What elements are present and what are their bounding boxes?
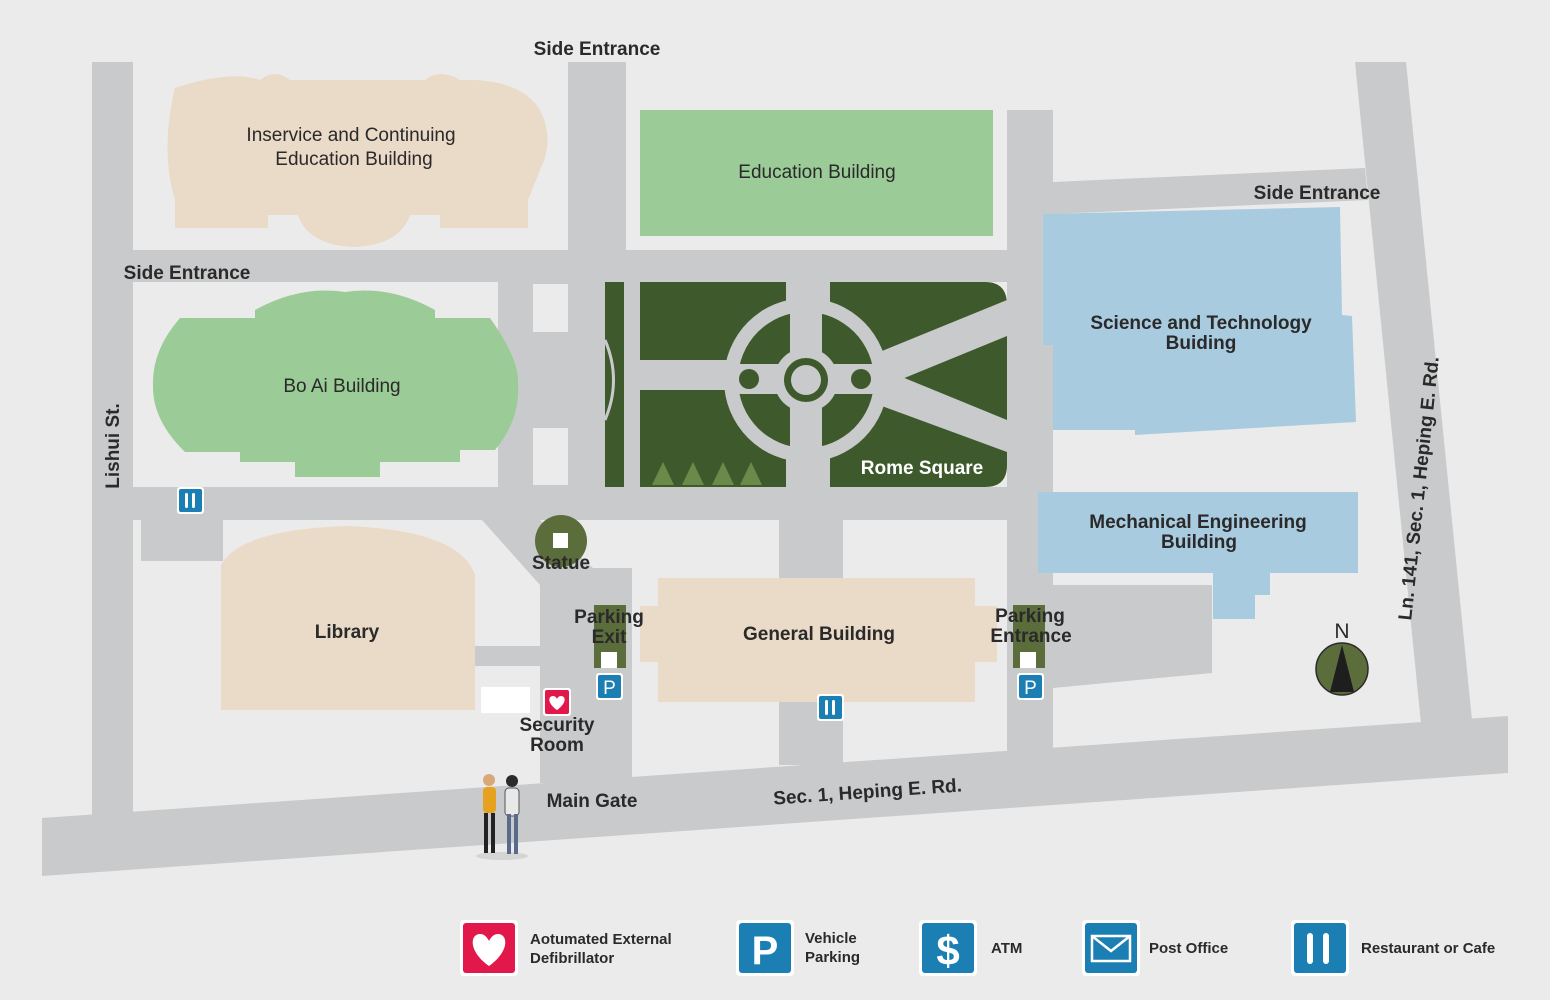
- main-gate-label: Main Gate: [547, 791, 638, 812]
- legend: Aotumated External Defibrillator P Vehic…: [460, 920, 1495, 976]
- aed-heart-icon: [460, 920, 518, 976]
- courtyard-upper: [533, 284, 568, 332]
- restaurant-icon[interactable]: [817, 694, 844, 721]
- road-top-vertical: [568, 62, 626, 282]
- road-lane-141: [1355, 62, 1472, 724]
- science-building-label: Science and Technology: [1090, 313, 1312, 334]
- parking-entrance-label: Parking: [995, 606, 1065, 627]
- parking-exit-label: Parking: [574, 607, 644, 628]
- legend-atm: $ ATM: [919, 920, 1022, 976]
- legend-aed: Aotumated External Defibrillator: [460, 920, 672, 976]
- parking-glyph: P: [1024, 678, 1037, 699]
- science-building-label-2: Buiding: [1166, 333, 1237, 354]
- compass: N: [1315, 620, 1369, 696]
- legend-post-office: Post Office: [1082, 920, 1228, 976]
- restaurant-icon[interactable]: [177, 487, 204, 514]
- envelope-icon: [1082, 920, 1140, 976]
- rome-square-label: Rome Square: [861, 458, 983, 479]
- road-lishui: [92, 62, 133, 818]
- parking-entrance-marker: [1020, 652, 1036, 668]
- security-room-label: Security: [520, 715, 595, 736]
- legend-aed-label: Aotumated External: [530, 931, 672, 948]
- legend-post-office-label: Post Office: [1149, 940, 1228, 957]
- boai-building-label: Bo Ai Building: [283, 376, 400, 397]
- courtyard-lower: [533, 428, 568, 485]
- legend-atm-label: ATM: [991, 940, 1022, 957]
- boai-building: [152, 290, 519, 477]
- legend-parking-label: Vehicle: [805, 930, 857, 947]
- road-right-block: [1053, 585, 1212, 688]
- road-heping: [42, 716, 1508, 876]
- rome-square: [603, 282, 1007, 487]
- parking-exit-label-2: Exit: [592, 627, 628, 648]
- legend-parking-glyph: P: [752, 929, 779, 973]
- general-building: [640, 578, 997, 702]
- general-building-label: General Building: [743, 624, 895, 645]
- restaurant-cutlery-icon: [1291, 920, 1349, 976]
- statue-label: Statue: [532, 553, 590, 574]
- parking-glyph: P: [603, 678, 616, 699]
- compass-north-label: N: [1334, 620, 1349, 643]
- legend-parking-label-2: Parking: [805, 949, 860, 966]
- parking-icon[interactable]: P: [596, 673, 623, 700]
- mechanical-building-label-2: Building: [1161, 532, 1237, 553]
- library-label: Library: [315, 622, 380, 643]
- security-room-label-2: Room: [530, 735, 584, 756]
- parking-exit-marker: [601, 652, 617, 668]
- legend-restaurant: Restaurant or Cafe: [1291, 920, 1495, 976]
- lishui-street-label: Lishui St.: [103, 403, 124, 489]
- road-mid-horizontal: [133, 487, 1053, 520]
- side-entrance-top-label: Side Entrance: [534, 39, 661, 60]
- statue: [535, 515, 587, 567]
- parking-entrance-label-2: Entrance: [990, 626, 1071, 647]
- legend-aed-label-2: Defibrillator: [530, 950, 614, 967]
- road-side-right: [1053, 168, 1368, 214]
- inservice-building-label-2: Education Building: [275, 149, 432, 170]
- side-entrance-left-label: Side Entrance: [124, 263, 251, 284]
- science-technology-building: [1043, 207, 1356, 435]
- education-building: [640, 110, 993, 236]
- aed-icon[interactable]: [543, 688, 571, 716]
- parking-icon[interactable]: P: [1017, 673, 1044, 700]
- people-figures-icon: [476, 774, 528, 860]
- legend-atm-glyph: $: [936, 927, 959, 974]
- legend-parking: P Vehicle Parking: [736, 920, 860, 976]
- mechanical-engineering-building: [1038, 492, 1358, 619]
- inservice-building: [167, 74, 548, 247]
- legend-restaurant-label: Restaurant or Cafe: [1361, 940, 1495, 957]
- security-room-box: [481, 687, 530, 713]
- education-building-label: Education Building: [738, 162, 895, 183]
- parking-icon: P: [736, 920, 794, 976]
- road-library-link: [475, 646, 540, 666]
- atm-dollar-icon: $: [919, 920, 977, 976]
- tree-icon: [652, 462, 762, 485]
- inservice-building-label: Inservice and Continuing: [246, 125, 455, 146]
- library-building: [221, 526, 475, 710]
- side-entrance-right-label: Side Entrance: [1254, 183, 1381, 204]
- mechanical-building-label: Mechanical Engineering: [1089, 512, 1307, 533]
